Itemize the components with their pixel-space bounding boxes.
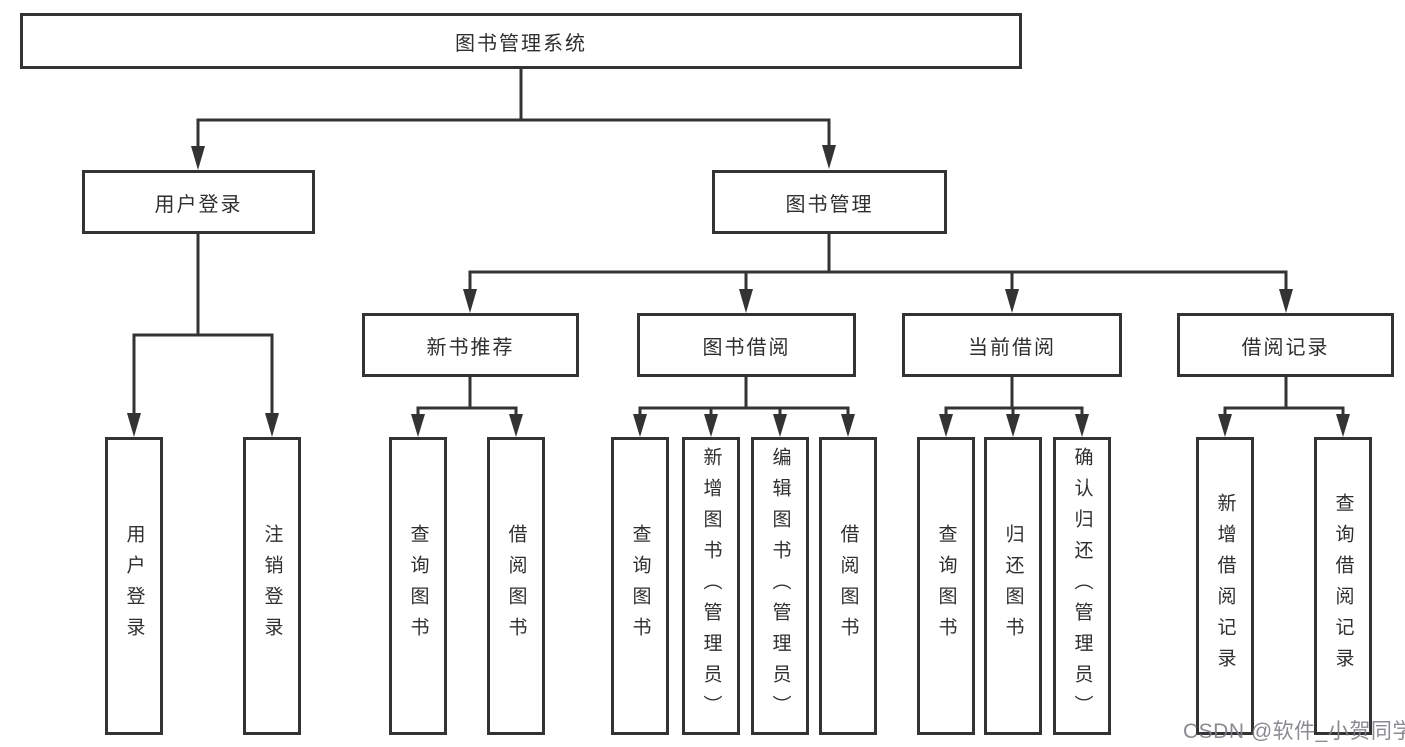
arrowhead: [1279, 289, 1293, 313]
arrowhead: [1336, 414, 1350, 437]
arrowhead: [1218, 414, 1232, 437]
node-label: 注销登录: [261, 524, 283, 648]
node-new-book-recommendation: 新书推荐: [362, 313, 579, 377]
node-label: 查询图书: [935, 524, 957, 648]
arrowhead: [1075, 414, 1089, 437]
node-user-login: 用户登录: [82, 170, 315, 234]
leaf-query-books-recommend: 查询图书: [389, 437, 447, 735]
node-book-management: 图书管理: [712, 170, 947, 234]
node-label: 新书推荐: [426, 336, 515, 359]
node-label: 查询图书: [407, 524, 429, 648]
node-label: 图书管理: [785, 193, 874, 216]
arrowhead: [127, 413, 141, 437]
node-book-borrowing: 图书借阅: [637, 313, 856, 377]
node-label: 查询借阅记录: [1332, 493, 1354, 679]
arrowhead: [1005, 289, 1019, 313]
leaf-borrow-books-recommend: 借阅图书: [487, 437, 545, 735]
node-label: 图书借阅: [702, 336, 791, 359]
leaf-confirm-return-admin: 确认归还（管理员）: [1053, 437, 1111, 735]
arrowhead: [939, 414, 953, 437]
csdn-watermark: CSDN @软件_小贺同学: [1183, 720, 1405, 743]
arrowhead: [739, 289, 753, 313]
leaf-query-books-current: 查询图书: [917, 437, 975, 735]
leaf-add-borrow-record: 新增借阅记录: [1196, 437, 1254, 735]
leaf-query-borrow-record: 查询借阅记录: [1314, 437, 1372, 735]
arrowhead: [704, 414, 718, 437]
node-label: 借阅记录: [1241, 336, 1330, 359]
node-root-library-system: 图书管理系统: [20, 13, 1022, 69]
node-label: 当前借阅: [968, 336, 1056, 359]
connector-root-bar: [196, 118, 831, 146]
leaf-user-login: 用户登录: [105, 437, 163, 735]
node-label: 借阅图书: [505, 524, 527, 648]
leaf-query-books-borrow: 查询图书: [611, 437, 669, 735]
node-label: 新增图书（管理员）: [700, 446, 722, 726]
leaf-add-books-admin: 新增图书（管理员）: [682, 437, 740, 735]
leaf-return-books: 归还图书: [984, 437, 1042, 735]
arrowhead: [633, 414, 647, 437]
node-label: 借阅图书: [837, 524, 859, 648]
node-label: 用户登录: [123, 524, 145, 648]
leaf-edit-books-admin: 编辑图书（管理员）: [751, 437, 809, 735]
arrowhead: [1006, 414, 1020, 437]
node-label: 用户登录: [154, 193, 243, 216]
connector-bookmgmt-bar: [468, 270, 1288, 290]
connector-userlogin-bar: [132, 333, 274, 414]
node-label: 归还图书: [1002, 524, 1024, 648]
node-label: 编辑图书（管理员）: [769, 446, 791, 726]
node-label: 新增借阅记录: [1214, 493, 1236, 679]
arrowhead: [509, 414, 523, 437]
arrowhead: [265, 413, 279, 437]
node-current-borrowing: 当前借阅: [902, 313, 1122, 377]
arrowhead: [773, 414, 787, 437]
leaf-borrow-books: 借阅图书: [819, 437, 877, 735]
node-label: 查询图书: [629, 524, 651, 648]
connector-borrow-bar: [638, 406, 850, 415]
connector-newbook-bar: [416, 406, 518, 415]
connector-record-bar: [1223, 406, 1345, 415]
node-label: 图书管理系统: [455, 32, 587, 55]
arrowhead: [841, 414, 855, 437]
leaf-logout: 注销登录: [243, 437, 301, 735]
arrowhead: [191, 146, 205, 170]
node-borrowing-records: 借阅记录: [1177, 313, 1394, 377]
arrowhead: [822, 145, 836, 169]
arrowhead: [463, 289, 477, 313]
node-label: 确认归还（管理员）: [1071, 446, 1093, 726]
arrowhead: [411, 414, 425, 437]
